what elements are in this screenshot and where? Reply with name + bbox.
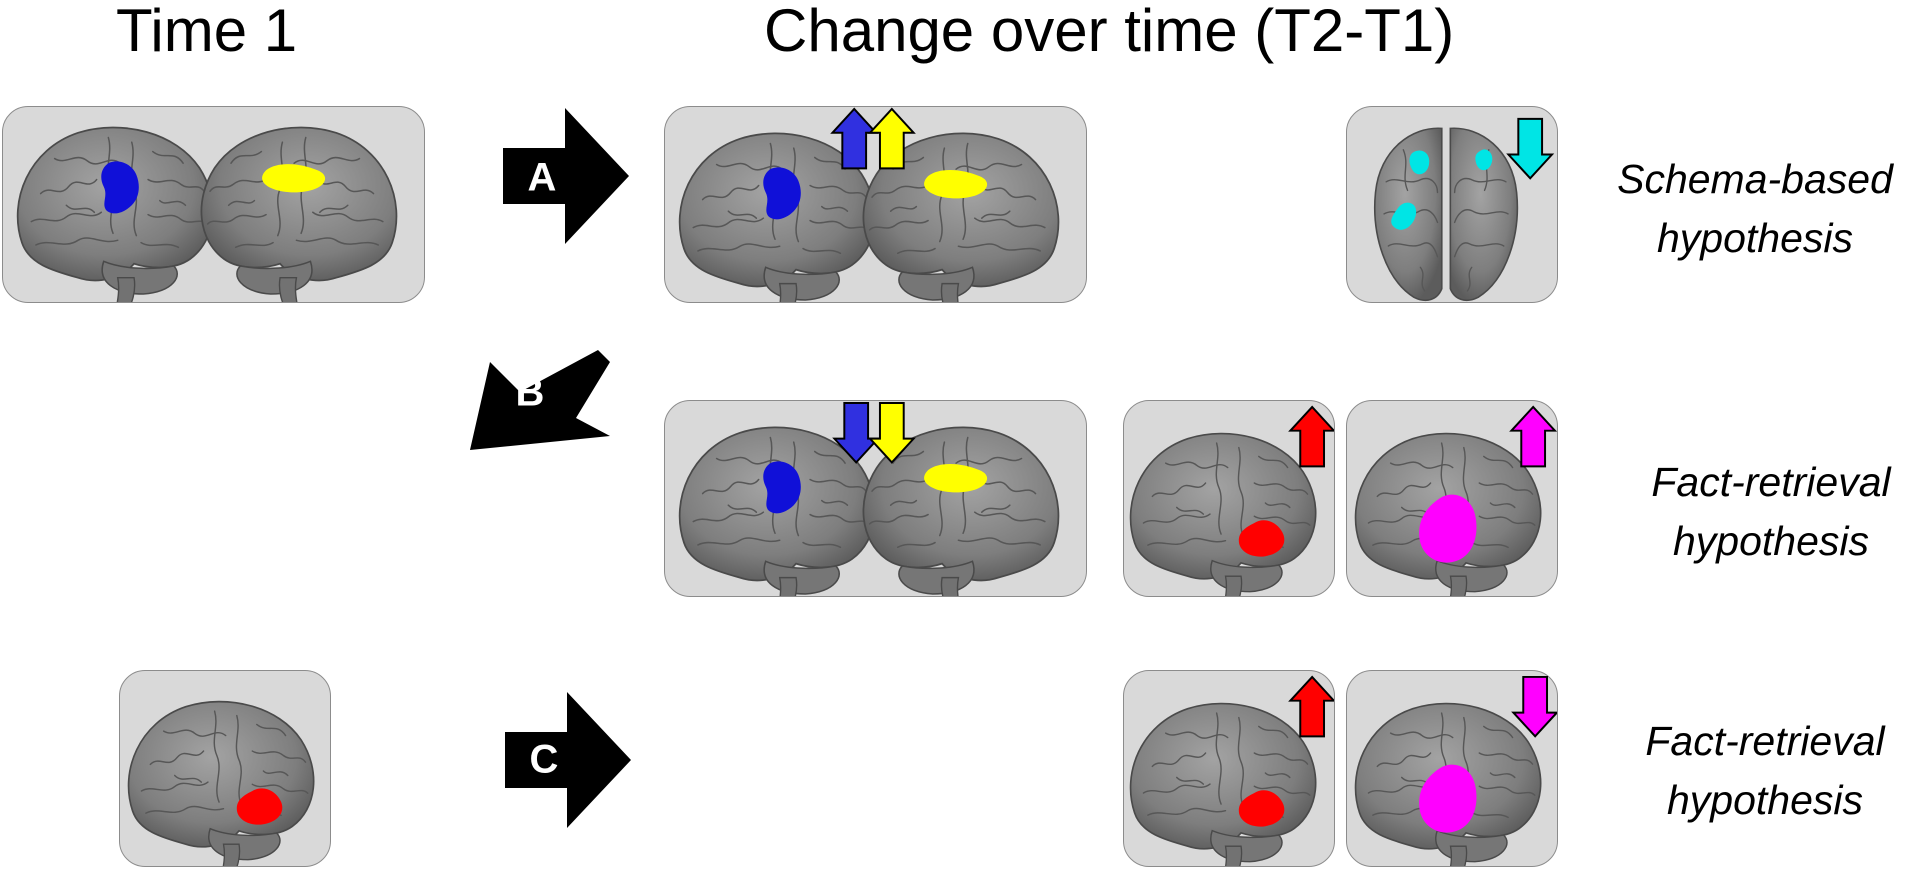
brain-lateral [1129,405,1334,596]
red-region [1238,520,1285,557]
time1-brain-panel-c [119,670,331,867]
change-brain-panel-b-red [1123,400,1335,597]
blue-region [101,161,139,214]
change-brain-panel-c-magenta [1346,670,1558,867]
hypothesis-label-b: Fact-retrieval hypothesis [1651,459,1891,565]
red-region [236,788,283,825]
time1-header: Time 1 [116,0,298,64]
brain-lateral-pair [678,401,1086,596]
brain-top-view [1373,117,1553,302]
blue-region [763,167,801,220]
change-brain-panel-a [664,106,1087,303]
magenta-up-arrow-icon [1510,405,1556,468]
brain-lateral [1129,675,1334,866]
magenta-down-arrow-icon [1512,675,1557,738]
change-brain-panel-b-magenta [1346,400,1558,597]
brain-lateral-pair [16,126,424,302]
magenta-region [1419,494,1477,563]
arrow-a-icon [503,108,629,244]
yellow-region [262,164,326,193]
brain-lateral [1354,675,1557,866]
cyan-down-arrow-icon [1507,117,1553,180]
red-up-arrow-icon [1289,405,1334,468]
cyan-region [1475,149,1493,171]
magenta-region [1419,764,1477,833]
brain-lateral-pair [678,107,1086,302]
change-brain-panel-c-red [1123,670,1335,867]
change-over-time-header: Change over time (T2-T1) [764,0,1455,64]
change-brain-panel-a-top [1346,106,1558,303]
time1-brain-panel-ab [2,106,425,303]
arrow-b-label: B [515,370,545,415]
blue-region [763,461,801,514]
yellow-region [924,464,988,493]
brain-lateral [127,700,315,866]
cyan-region [1391,202,1417,230]
arrow-c-icon [505,692,631,828]
yellow-region [924,170,988,199]
red-region [1238,790,1285,827]
arrow-c-label: C [529,737,559,782]
arrow-a-label: A [527,155,557,200]
hypothesis-label-a: Schema-based hypothesis [1617,156,1893,262]
hypothesis-label-c: Fact-retrieval hypothesis [1645,718,1885,824]
change-brain-panel-b [664,400,1087,597]
red-up-arrow-icon [1289,675,1334,738]
cyan-region [1409,150,1430,175]
brain-lateral [1354,405,1556,596]
arrow-b-icon [470,350,610,450]
